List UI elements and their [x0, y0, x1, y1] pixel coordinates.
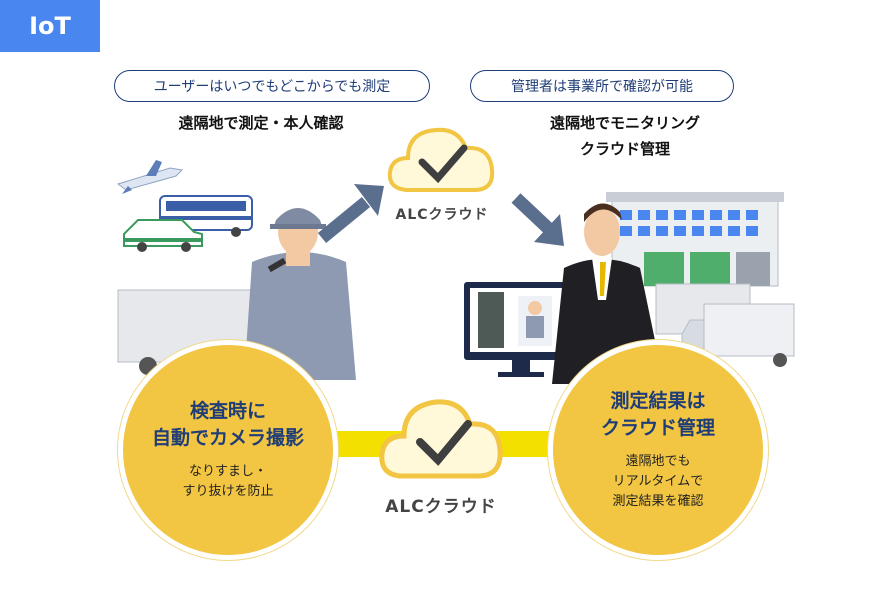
- left-circle-title: 検査時に 自動でカメラ撮影: [152, 398, 304, 452]
- left-circle-title-line-2: 自動でカメラ撮影: [151, 427, 304, 449]
- arrow-up-right-icon: [317, 184, 384, 244]
- cloud-top-label: ALCクラウド: [395, 207, 489, 223]
- cloud-top: ALCクラウド: [384, 118, 500, 223]
- right-headline-line-2: クラウド管理: [579, 140, 670, 158]
- right-circle-sub-line-1: 遠隔地でも: [625, 454, 691, 469]
- user-pill: ユーザーはいつでもどこからでも測定: [114, 70, 430, 102]
- airplane-icon: [116, 160, 184, 194]
- right-headline: 遠隔地でモニタリング クラウド管理: [500, 110, 750, 162]
- right-circle-sub-line-2: リアルタイムで: [612, 474, 704, 489]
- left-circle-sub-line-1: なりすまし・: [188, 464, 267, 479]
- right-circle-subtext: 遠隔地でも リアルタイムで 測定結果を確認: [612, 452, 703, 512]
- taxi-icon: [123, 219, 203, 252]
- admin-pill: 管理者は事業所で確認が可能: [470, 70, 734, 102]
- right-circle-title: 測定結果は クラウド管理: [601, 388, 715, 442]
- cloud-bottom-label: ALCクラウド: [385, 497, 497, 517]
- left-circle-title-line-1: 検査時に: [189, 400, 266, 422]
- right-circle-title-line-2: クラウド管理: [600, 417, 715, 439]
- iot-tag: IoT: [0, 0, 100, 52]
- arrow-down-right-icon: [511, 193, 564, 246]
- cloud-check-icon: [379, 399, 503, 479]
- left-feature-circle: 検査時に 自動でカメラ撮影 なりすまし・ すり抜けを防止: [118, 340, 338, 560]
- right-circle-title-line-1: 測定結果は: [610, 390, 706, 412]
- cloud-bottom: ALCクラウド: [376, 388, 506, 517]
- cloud-check-icon: [387, 127, 495, 192]
- left-circle-sub-line-2: すり抜けを防止: [182, 484, 274, 499]
- right-feature-circle: 測定結果は クラウド管理 遠隔地でも リアルタイムで 測定結果を確認: [548, 340, 768, 560]
- left-circle-subtext: なりすまし・ すり抜けを防止: [182, 462, 273, 502]
- left-headline: 遠隔地で測定・本人確認: [178, 114, 344, 132]
- monitor-icon: [464, 282, 576, 377]
- worker-icon: [244, 208, 356, 380]
- right-circle-sub-line-3: 測定結果を確認: [612, 494, 704, 509]
- right-headline-line-1: 遠隔地でモニタリング: [549, 114, 700, 132]
